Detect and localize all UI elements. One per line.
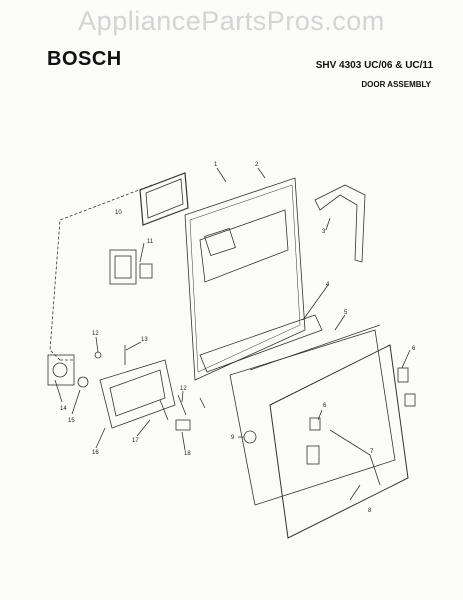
panel-handle-recess [204, 227, 236, 257]
model-number: SHV 4303 UC/06 & UC/11 [315, 60, 433, 71]
knob-9 [243, 430, 257, 444]
clip-6a [397, 367, 409, 383]
dispenser-11 [109, 249, 137, 285]
callout-16: 16 [92, 450, 99, 456]
outer-panel-8 [269, 344, 409, 539]
dashed-leader-left [49, 184, 153, 361]
callout-8: 8 [368, 508, 372, 514]
switch-18 [175, 419, 191, 431]
callout-2: 2 [255, 162, 259, 168]
callout-18: 18 [184, 451, 191, 457]
callout-13: 13 [141, 337, 148, 343]
assembly-title: DOOR ASSEMBLY [361, 80, 431, 89]
rail-4 [199, 314, 323, 373]
springs-17 [159, 394, 206, 421]
screw-12 [94, 351, 102, 359]
callout-1: 1 [214, 162, 218, 168]
callout-9: 9 [231, 435, 235, 441]
clip-6b [404, 393, 416, 407]
panel-window [199, 209, 289, 283]
gasket-10 [139, 172, 189, 226]
callout-15: 15 [68, 418, 75, 424]
switch-7 [306, 445, 320, 465]
watermark: AppliancePartsPros.com [78, 6, 385, 36]
clip-6c [309, 417, 321, 431]
callout-5: 5 [344, 310, 348, 316]
callout-6b: 6 [323, 403, 327, 409]
callout-4: 4 [326, 282, 330, 288]
callout-14: 14 [60, 406, 67, 412]
control-unit-16 [99, 359, 176, 429]
callout-17: 17 [132, 438, 139, 444]
brand-logo: BOSCH [47, 48, 122, 70]
callout-12b: 12 [180, 386, 187, 392]
callout-12a: 12 [92, 331, 99, 337]
latch-14 [47, 354, 75, 386]
callout-11: 11 [147, 239, 154, 245]
callout-3: 3 [322, 229, 326, 235]
callout-7: 7 [370, 449, 374, 455]
front-panel-5 [229, 329, 396, 506]
callout-10: 10 [115, 210, 122, 216]
inner-door-panel [184, 177, 306, 381]
callout-6a: 6 [412, 346, 416, 352]
bracket-3 [314, 184, 366, 263]
